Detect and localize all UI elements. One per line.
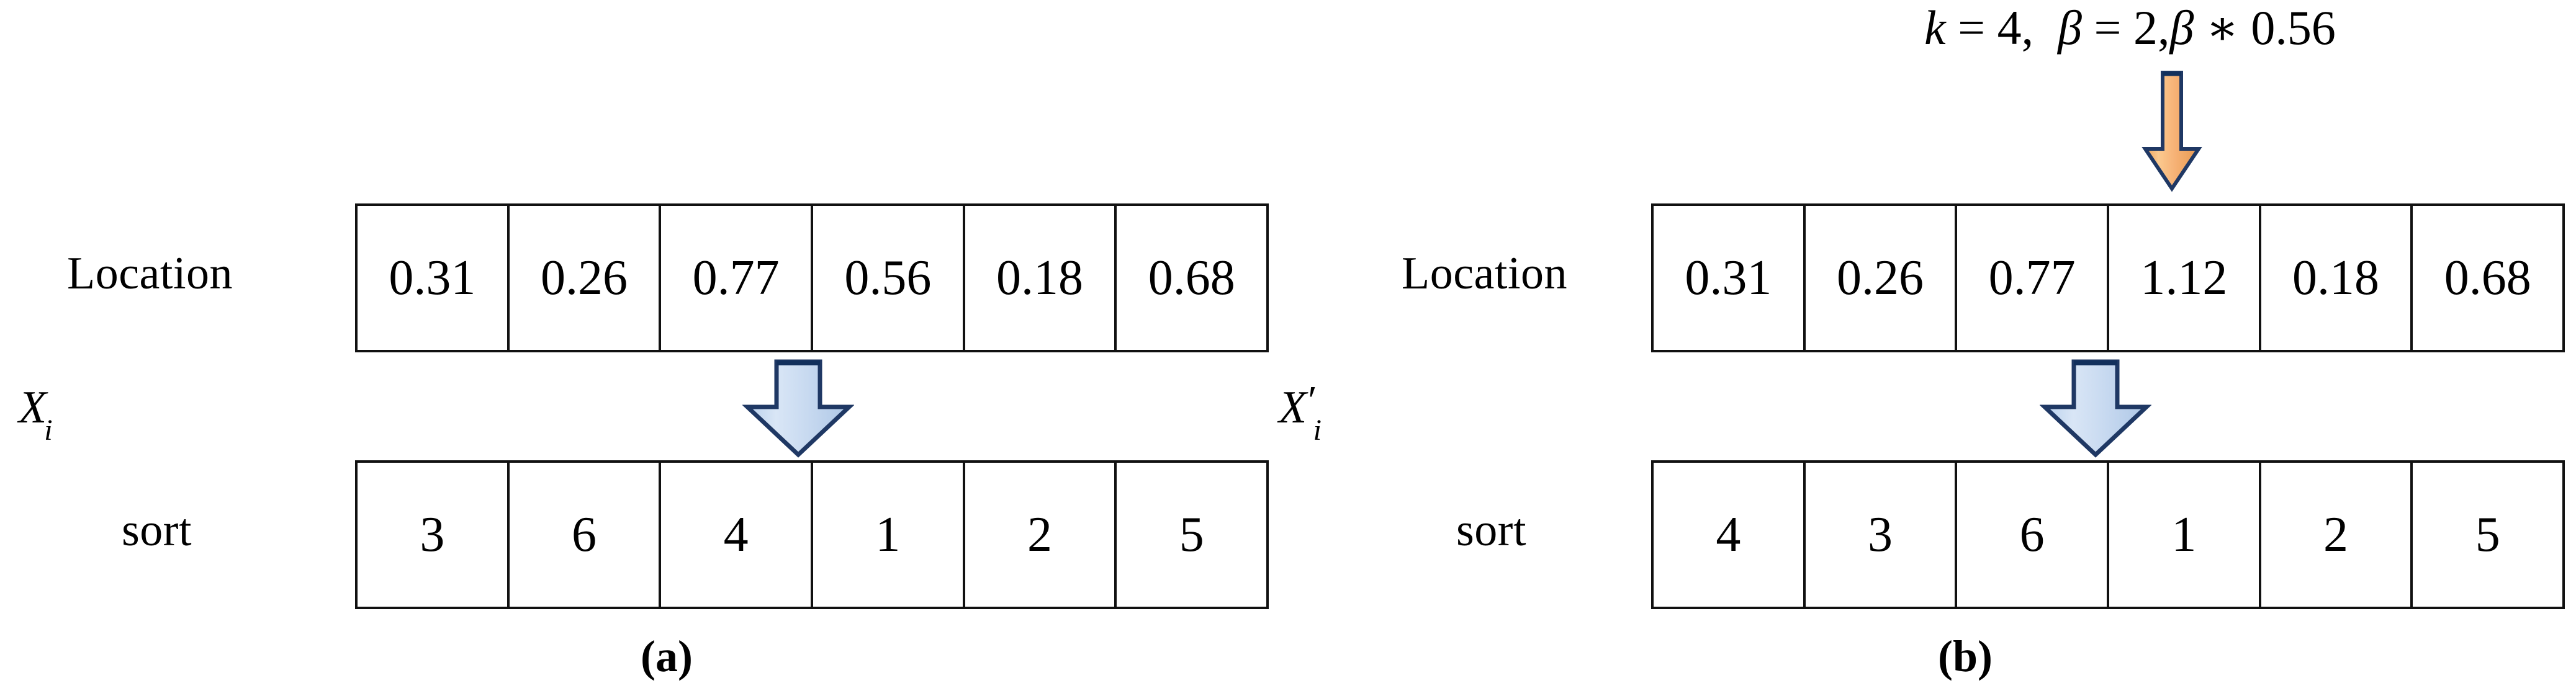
sort-cell: 4	[1654, 463, 1806, 607]
panel-caption-a: (a)	[641, 631, 693, 681]
panel-b: k = 4, β = 2,β ∗ 0.56 Location 0.31 0.26…	[1279, 0, 2576, 696]
location-cell: 0.26	[509, 206, 662, 350]
equation-k-value: 4	[1997, 1, 2022, 55]
equation-beta-symbol: β	[2058, 1, 2082, 55]
sort-transform-arrow-b	[2039, 359, 2152, 458]
mutation-arrow-b	[2141, 69, 2202, 192]
equation-beta-symbol-2: β	[2169, 1, 2194, 55]
location-row-label-b: Location	[1402, 248, 1568, 299]
sort-cell: 2	[2261, 463, 2413, 607]
sort-cell: 5	[2413, 463, 2563, 607]
equation-comma-1: ,	[2021, 1, 2034, 55]
variable-label-xi-prime-b: X′i	[1279, 380, 1324, 445]
variable-base: X	[19, 382, 47, 433]
location-strip-b: 0.31 0.26 0.77 1.12 0.18 0.68	[1651, 203, 2565, 352]
sort-cell: 2	[965, 463, 1117, 607]
variable-subscript: i	[44, 413, 53, 447]
variable-subscript: i	[1313, 413, 1322, 447]
location-row-label-a: Location	[67, 248, 233, 299]
equation-comma-2: ,	[2157, 1, 2170, 55]
location-cell: 0.31	[358, 206, 510, 350]
sort-row-label-b: sort	[1456, 505, 1526, 556]
sort-cell: 5	[1117, 463, 1267, 607]
sort-strip-b: 4 3 6 1 2 5	[1651, 460, 2565, 609]
parameter-equation: k = 4, β = 2,β ∗ 0.56	[1924, 4, 2336, 52]
sort-cell: 3	[1805, 463, 1958, 607]
equation-k-equals: =	[1958, 1, 1986, 55]
location-cell: 0.68	[1117, 206, 1267, 350]
equation-operand: 0.56	[2251, 1, 2336, 55]
location-cell: 0.18	[2261, 206, 2413, 350]
location-cell: 0.77	[1957, 206, 2110, 350]
sort-transform-arrow-a	[742, 359, 855, 458]
sort-cell: 1	[813, 463, 965, 607]
sort-cell: 3	[358, 463, 510, 607]
equation-beta-value: 2	[2133, 1, 2158, 55]
sort-cell: 6	[509, 463, 662, 607]
location-cell: 0.31	[1654, 206, 1806, 350]
panel-caption-b: (b)	[1938, 631, 1993, 681]
sort-cell: 4	[661, 463, 814, 607]
variable-prime: ′	[1305, 378, 1315, 423]
equation-beta-equals: =	[2094, 1, 2122, 55]
sort-strip-a: 3 6 4 1 2 5	[355, 460, 1269, 609]
variable-label-xi-a: Xi	[19, 382, 55, 445]
sort-row-label-a: sort	[122, 505, 192, 556]
location-cell: 0.68	[2413, 206, 2563, 350]
location-cell: 0.77	[661, 206, 814, 350]
sort-cell: 6	[1957, 463, 2110, 607]
sort-cell: 1	[2109, 463, 2261, 607]
location-cell: 0.18	[965, 206, 1117, 350]
location-strip-a: 0.31 0.26 0.77 0.56 0.18 0.68	[355, 203, 1269, 352]
location-cell-mutated: 1.12	[2109, 206, 2261, 350]
location-cell: 0.56	[813, 206, 965, 350]
panel-a: Location 0.31 0.26 0.77 0.56 0.18 0.68 X…	[19, 203, 1269, 681]
equation-multiply-operator: ∗	[2205, 1, 2239, 55]
variable-base: X	[1279, 382, 1307, 433]
equation-k-symbol: k	[1924, 1, 1946, 55]
location-cell: 0.26	[1805, 206, 1958, 350]
